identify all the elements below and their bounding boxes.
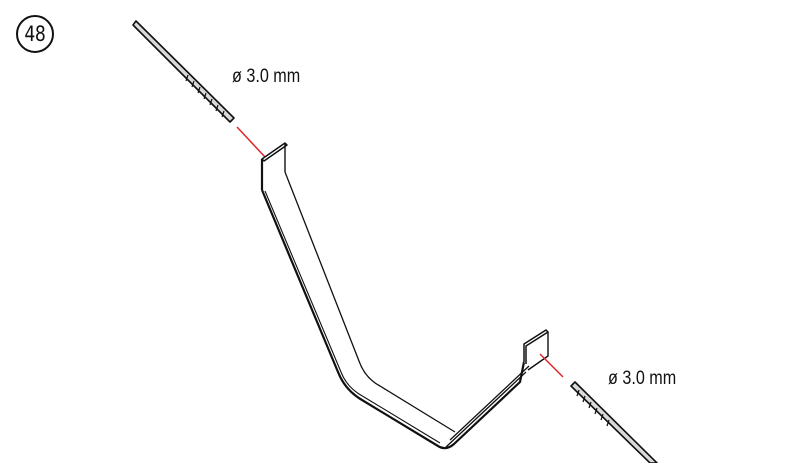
drill-bit-top-icon <box>132 20 235 123</box>
alignment-guide-top <box>236 126 266 158</box>
drill-size-label-bottom: ø 3.0 mm <box>608 368 677 389</box>
bracket-part <box>260 142 549 450</box>
drill-bit-bottom-icon <box>570 381 658 463</box>
alignment-guide-bottom <box>539 353 564 378</box>
step-number-badge: 48 <box>16 15 54 53</box>
step-number: 48 <box>24 22 46 46</box>
drill-size-label-top: ø 3.0 mm <box>232 66 301 87</box>
